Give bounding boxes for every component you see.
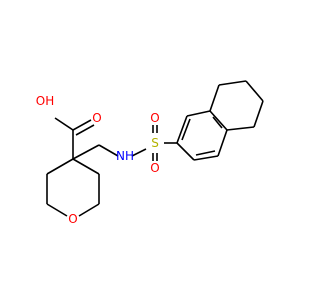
bond [72, 119, 92, 131]
methylene-linker [72, 144, 147, 160]
ring-oxygen-label: O [68, 212, 77, 226]
cyclohexane-ring [209, 80, 264, 131]
bond [78, 203, 100, 217]
sulfonyl-oxygen-bottom-label: O [150, 161, 159, 175]
bond [181, 118, 191, 141]
bond [176, 142, 195, 161]
carbonyl-oxygen-label: O [92, 111, 101, 125]
amine-label: NH [116, 149, 134, 163]
bond [226, 126, 255, 131]
molecule-structure: OH O O NH S O O [36, 80, 264, 226]
bond [193, 155, 219, 161]
bond [245, 80, 264, 102]
bond [218, 80, 247, 86]
aromatic-ring [176, 110, 228, 161]
bond [46, 203, 68, 217]
oxane-ring [46, 158, 100, 217]
bond [72, 158, 100, 175]
bond [186, 110, 211, 117]
bond [209, 110, 228, 131]
hydroxyl-label: OH [36, 94, 54, 108]
carboxylic-acid [54, 117, 95, 159]
bond [72, 144, 100, 160]
bond [54, 117, 74, 131]
bond [253, 100, 264, 128]
bond [209, 84, 220, 112]
bond [131, 148, 147, 157]
bond [46, 158, 74, 175]
sulfonyl-group [152, 125, 177, 161]
bond [75, 124, 95, 136]
bond [176, 115, 188, 144]
bond [212, 116, 223, 129]
sulfonyl-oxygen-top-label: O [150, 111, 159, 125]
bond [195, 150, 216, 156]
sulfur-label: S [151, 136, 159, 150]
bond [217, 129, 228, 157]
bond [98, 144, 119, 157]
